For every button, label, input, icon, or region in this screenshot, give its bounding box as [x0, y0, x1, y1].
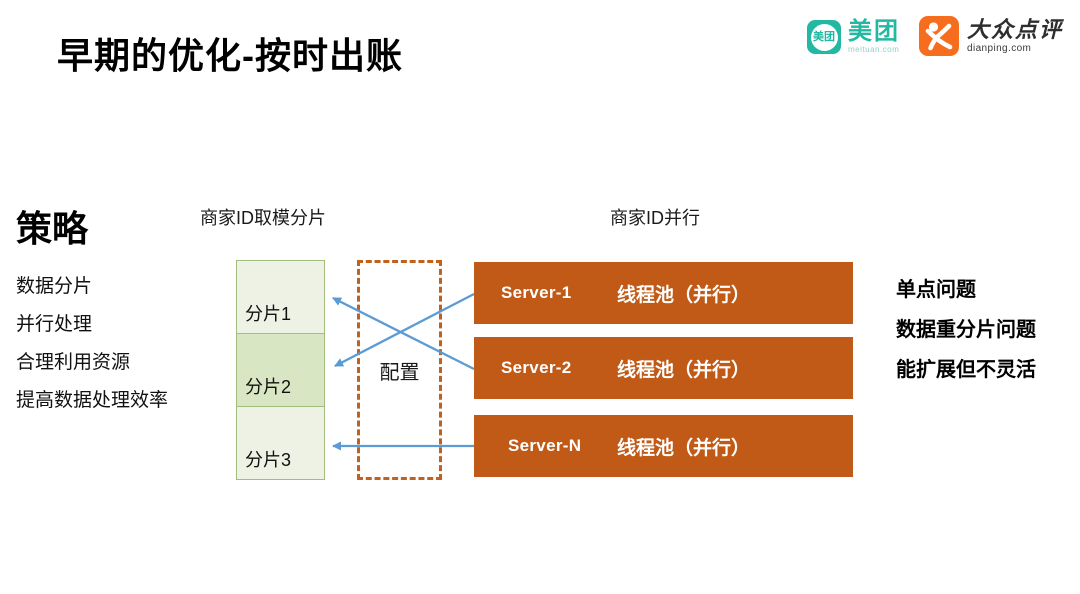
shard-column: 分片1 分片2 分片3 [236, 260, 325, 480]
strategy-list: 数据分片 并行处理 合理利用资源 提高数据处理效率 [16, 268, 168, 420]
config-box: 配置 [357, 260, 442, 480]
meituan-badge-icon: 美团 [807, 20, 841, 54]
server-pool-label: 线程池（并行） [617, 284, 751, 306]
issue-item: 能扩展但不灵活 [896, 359, 1036, 381]
meituan-wordmark: 美团 [848, 18, 900, 45]
shard-label: 分片3 [245, 450, 292, 470]
issue-item: 数据重分片问题 [896, 319, 1036, 341]
parallel-group-label: 商家ID并行 [610, 208, 700, 228]
issue-item: 单点问题 [896, 279, 976, 301]
server-pool-label: 线程池（并行） [617, 359, 751, 381]
server-name: Server-1 [501, 283, 572, 302]
server-name: Server-2 [501, 358, 572, 377]
dianping-wordmark: 大众点评 [967, 16, 1064, 42]
strategy-item: 并行处理 [16, 314, 93, 335]
shard-group-label: 商家ID取模分片 [200, 208, 326, 228]
strategy-item: 数据分片 [16, 276, 93, 297]
config-label: 配置 [379, 361, 420, 384]
dianping-person-icon [919, 16, 959, 56]
strategy-heading: 策略 [16, 208, 89, 249]
shard-label: 分片2 [245, 377, 292, 397]
shard-box-2: 分片2 [237, 333, 324, 406]
page-title: 早期的优化-按时出账 [57, 35, 403, 76]
server-box-2: Server-2 线程池（并行） [474, 337, 853, 399]
server-pool-label: 线程池（并行） [617, 437, 751, 459]
server-box-1: Server-1 线程池（并行） [474, 262, 853, 324]
dianping-domain-text: dianping.com [967, 42, 1032, 54]
meituan-logo: 美团 美团 meituan.com [807, 20, 900, 54]
dianping-logo: 大众点评 dianping.com [919, 16, 1063, 56]
shard-box-3: 分片3 [237, 406, 324, 479]
shard-box-1: 分片1 [237, 261, 324, 333]
dianping-wordmark-block: 大众点评 dianping.com [967, 16, 1064, 54]
strategy-item: 合理利用资源 [16, 352, 131, 373]
meituan-domain-text: meituan.com [848, 45, 900, 54]
issues-list: 单点问题 数据重分片问题 能扩展但不灵活 [896, 270, 1036, 390]
server-name: Server-N [508, 436, 582, 455]
meituan-wordmark-block: 美团 meituan.com [848, 20, 900, 54]
shard-label: 分片1 [245, 304, 292, 324]
strategy-item: 提高数据处理效率 [16, 390, 169, 411]
server-box-n: Server-N 线程池（并行） [474, 415, 853, 477]
